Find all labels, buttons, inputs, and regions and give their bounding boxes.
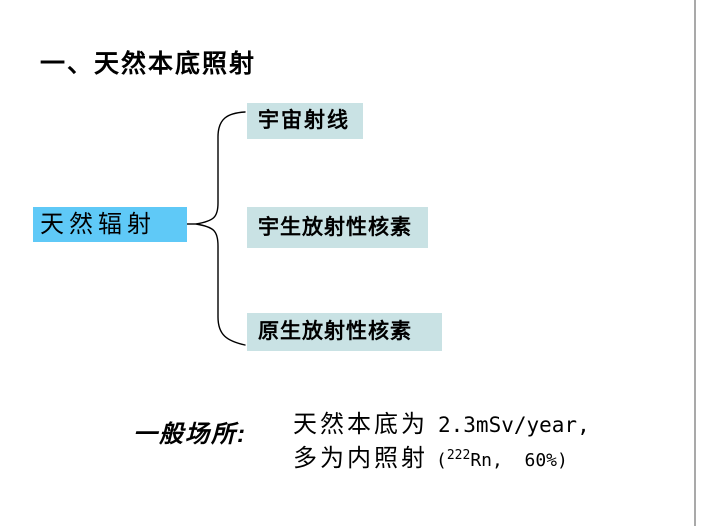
brace-icon (187, 111, 246, 346)
node-cosmic-rays-label: 宇宙射线 (258, 109, 350, 132)
node-cosmic-rays: 宇宙射线 (247, 103, 363, 139)
note-line2-text: 多为内照射 (293, 445, 428, 472)
node-primordial-radionuclides-label: 原生放射性核素 (258, 320, 412, 343)
note-line2-value: (222Rn, 60%) (436, 448, 568, 471)
slide-edge-line (694, 0, 696, 526)
note-line-1: 天然本底为 2.3mSv/year, (293, 408, 590, 442)
node-primordial-radionuclides: 原生放射性核素 (247, 313, 442, 351)
note-line1-text: 天然本底为 (293, 411, 428, 438)
node-natural-radiation-label: 天然辐射 (40, 211, 156, 238)
note-line-2: 多为内照射 (222Rn, 60%) (293, 442, 590, 476)
note-line1-value: 2.3mSv/year, (438, 413, 590, 437)
note-lead: 一般场所: (133, 421, 247, 448)
page-title: 一、天然本底照射 (40, 50, 257, 78)
radon-rest: Rn, 60%) (470, 450, 568, 471)
node-cosmogenic-radionuclides-label: 宇生放射性核素 (258, 216, 412, 239)
note-body: 天然本底为 2.3mSv/year, 多为内照射 (222Rn, 60%) (293, 408, 590, 476)
node-natural-radiation: 天然辐射 (33, 207, 187, 242)
radon-mass-number: 222 (446, 448, 471, 463)
open-paren: ( (436, 450, 447, 471)
node-cosmogenic-radionuclides: 宇生放射性核素 (247, 207, 428, 248)
